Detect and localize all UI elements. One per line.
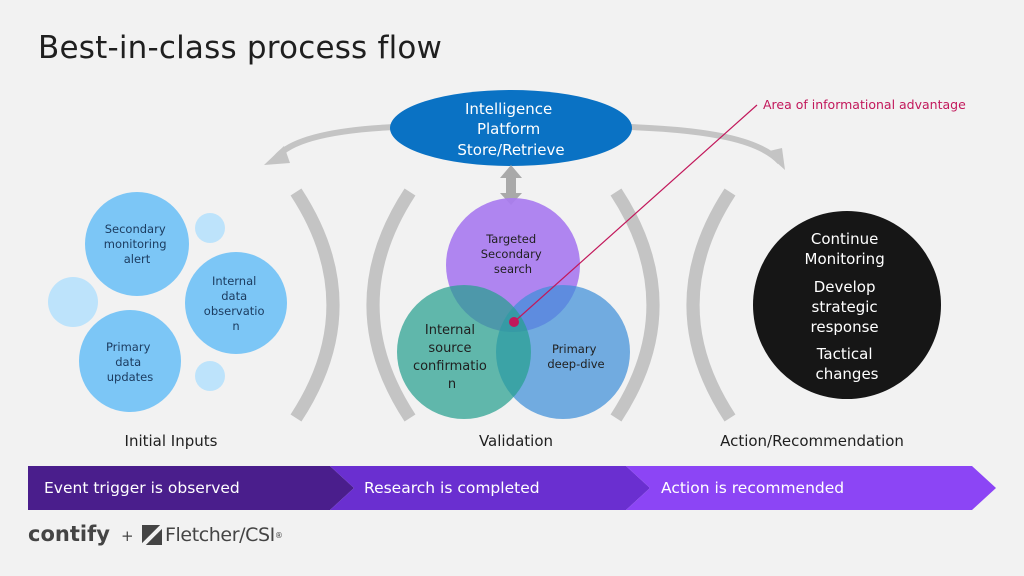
- loop-arrowhead-right: [765, 148, 785, 170]
- step-chevron-2: [330, 466, 650, 510]
- secondary-line-1: Secondary: [105, 222, 166, 236]
- bracket-arc-2: [366, 188, 416, 422]
- fletcher-csi-logo: Fletcher/CSI ®: [142, 524, 283, 546]
- primary-deep-line-1: Primary: [552, 342, 597, 356]
- step-label-2: Research is completed: [364, 479, 540, 497]
- svg-text:Internal data obse: Internal data observatio n: [204, 274, 268, 333]
- internal-line-1: Internal: [212, 274, 256, 288]
- venn-internal-source: [397, 285, 531, 419]
- platform-line-1: Intelligence: [465, 100, 552, 118]
- stage-label-inputs: Initial Inputs: [125, 432, 218, 450]
- svg-text:Continue Monitoring: Continue Monitoring Develop strategic re…: [805, 230, 890, 383]
- internal-line-2: data: [221, 289, 247, 303]
- loop-arrow-left: [273, 124, 396, 160]
- platform-line-2: Platform: [477, 120, 540, 138]
- action-line-5: response: [811, 318, 879, 336]
- targeted-line-2: Secondary: [481, 247, 542, 261]
- stage-label-action: Action/Recommendation: [720, 432, 904, 450]
- step-label-3: Action is recommended: [661, 479, 844, 497]
- action-line-2: Monitoring: [805, 250, 885, 268]
- targeted-line-3: search: [494, 262, 532, 276]
- fletcher-mark-icon: [142, 525, 162, 545]
- stage-label-validation: Validation: [479, 432, 553, 450]
- action-line-7: changes: [815, 365, 878, 383]
- platform-line-3: Store/Retrieve: [457, 141, 564, 159]
- secondary-monitoring-alert: [85, 192, 189, 296]
- annotation-line: [513, 104, 758, 323]
- contify-logo: contify: [28, 522, 110, 546]
- intelligence-platform: [390, 90, 632, 166]
- internal-source-line-2: source: [428, 341, 471, 356]
- registered-mark: ®: [274, 530, 283, 540]
- large-faint-circle: [48, 277, 98, 327]
- step-label-1: Event trigger is observed: [44, 479, 240, 497]
- primary-data-updates: [79, 310, 181, 412]
- logo-plus: +: [121, 527, 134, 545]
- annotation-dot: [509, 317, 519, 327]
- fletcher-logo-text: Fletcher/CSI: [165, 524, 275, 546]
- action-line-4: strategic: [812, 298, 878, 316]
- internal-source-line-3: confirmatio: [413, 359, 487, 374]
- targeted-line-1: Targeted: [485, 232, 536, 246]
- bracket-arc-3: [610, 188, 660, 422]
- bracket-arc-4: [686, 188, 736, 422]
- internal-data-observation: [185, 252, 287, 354]
- internal-line-3: observatio: [204, 304, 265, 318]
- primary-line-3: updates: [107, 370, 154, 384]
- step-chevron-1: [28, 466, 354, 510]
- small-circle-lower: [195, 361, 225, 391]
- internal-source-line-1: Internal: [425, 323, 475, 338]
- svg-text:Intelligence Platform: Intelligence Platform Store/Retrieve: [457, 100, 564, 159]
- action-line-1: Continue: [811, 230, 878, 248]
- internal-line-4: n: [232, 319, 239, 333]
- svg-text:Targeted Secondary: Targeted Secondary search: [481, 232, 546, 276]
- svg-text:Primary deep-dive: Primary deep-dive: [547, 342, 604, 371]
- action-line-3: Develop: [814, 278, 876, 296]
- internal-source-line-4: n: [448, 377, 456, 392]
- secondary-line-3: alert: [124, 252, 151, 266]
- step-chevron-3: [626, 466, 996, 510]
- loop-arrow-right: [629, 124, 783, 165]
- venn-primary-deep-dive: [496, 285, 630, 419]
- action-line-6: Tactical: [816, 345, 873, 363]
- small-circle: [195, 213, 225, 243]
- bracket-arc-1: [290, 188, 340, 422]
- action-circle: [753, 211, 941, 399]
- svg-text:Secondary monitoring: Secondary monitoring alert: [104, 222, 170, 266]
- primary-line-2: data: [115, 355, 141, 369]
- primary-deep-line-2: deep-dive: [547, 357, 604, 371]
- annotation-label: Area of informational advantage: [763, 97, 966, 112]
- loop-arrowhead-left: [264, 146, 290, 165]
- primary-line-1: Primary: [106, 340, 151, 354]
- svg-text:Primary data updat: Primary data updates: [106, 340, 154, 384]
- svg-text:Internal source co: Internal source confirmatio n: [413, 323, 491, 392]
- secondary-line-2: monitoring: [104, 237, 167, 251]
- page-title: Best-in-class process flow: [38, 30, 443, 66]
